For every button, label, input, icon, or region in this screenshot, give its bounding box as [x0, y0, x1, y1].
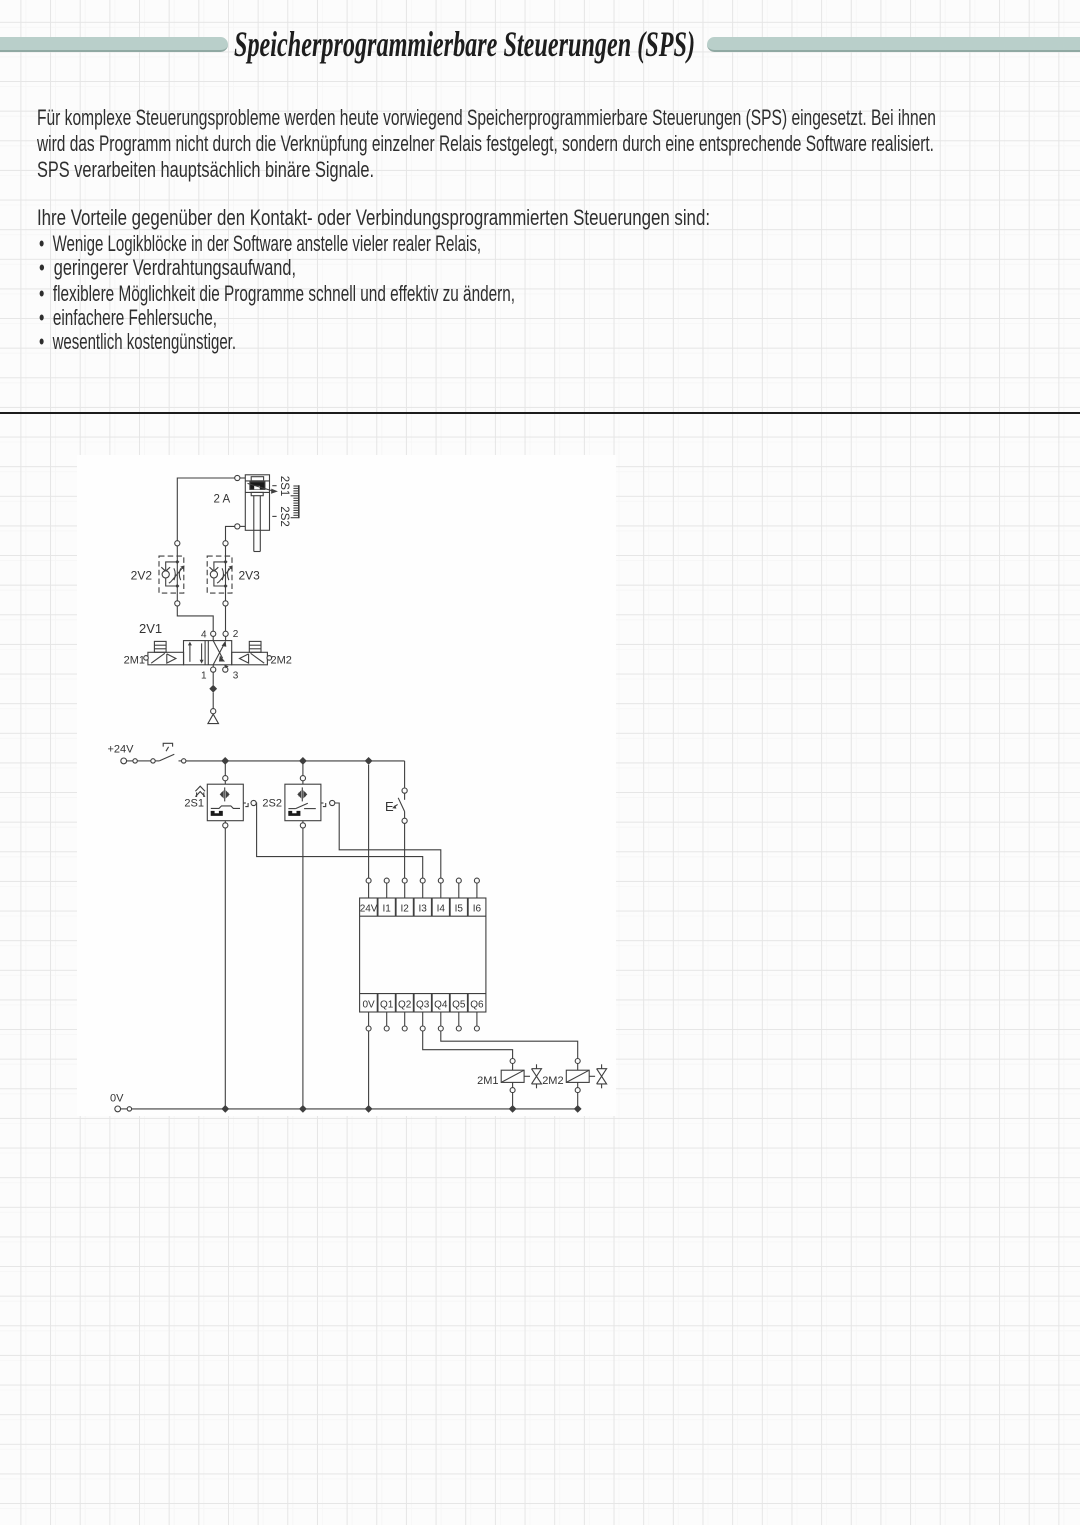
svg-text:2S2: 2S2 [278, 506, 290, 526]
svg-text:24V: 24V [360, 904, 378, 915]
svg-text:+24V: +24V [108, 744, 135, 756]
svg-text:2S1: 2S1 [278, 476, 290, 496]
svg-text:0V: 0V [110, 1093, 124, 1105]
svg-text:Q5: Q5 [452, 999, 466, 1010]
svg-text:2S2: 2S2 [262, 798, 282, 810]
svg-text:2M1: 2M1 [124, 655, 145, 667]
svg-text:I5: I5 [455, 904, 464, 915]
svg-text:2S1: 2S1 [184, 798, 204, 810]
svg-text:I6: I6 [473, 904, 482, 915]
svg-text:4: 4 [201, 630, 207, 641]
svg-text:Q4: Q4 [434, 999, 448, 1010]
svg-text:I3: I3 [419, 904, 428, 915]
svg-text:2M2: 2M2 [271, 655, 292, 667]
svg-text:I1: I1 [383, 904, 392, 915]
svg-text:Q1: Q1 [380, 999, 394, 1010]
svg-text:Q6: Q6 [470, 999, 484, 1010]
svg-text:2V3: 2V3 [239, 569, 261, 583]
svg-text:I4: I4 [437, 904, 446, 915]
svg-text:0V: 0V [362, 999, 375, 1010]
svg-text:2: 2 [233, 629, 239, 640]
svg-text:Q2: Q2 [398, 999, 412, 1010]
svg-text:1: 1 [201, 671, 207, 682]
svg-text:2V2: 2V2 [131, 569, 153, 583]
svg-text:2M2: 2M2 [542, 1075, 563, 1087]
svg-text:Q3: Q3 [416, 999, 430, 1010]
svg-text:2M1: 2M1 [477, 1075, 498, 1087]
svg-text:2 A: 2 A [214, 494, 231, 506]
svg-text:3: 3 [233, 671, 239, 682]
svg-text:E: E [385, 799, 394, 814]
svg-text:2V1: 2V1 [139, 621, 162, 636]
svg-text:I2: I2 [401, 904, 410, 915]
